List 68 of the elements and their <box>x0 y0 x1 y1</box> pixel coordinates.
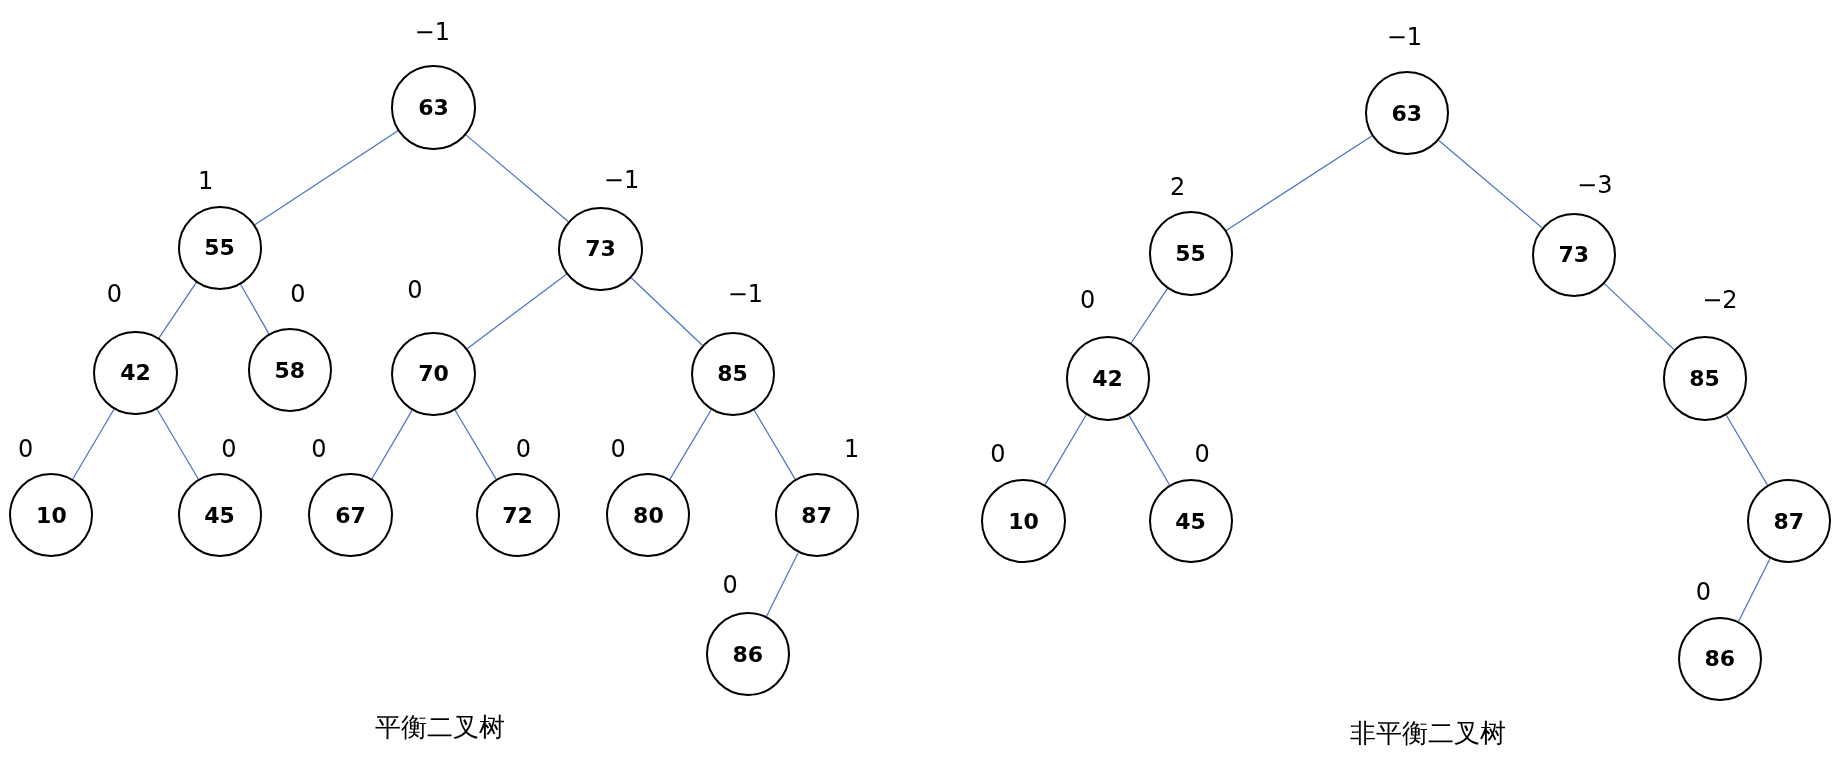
tree-node: 85 <box>690 331 775 416</box>
tree-node: 63 <box>1364 71 1449 156</box>
balance-factor: 0 <box>1695 580 1712 605</box>
balance-factor: −1 <box>414 19 450 44</box>
caption: 非平衡二叉树 <box>1349 719 1506 746</box>
tree-node: 45 <box>1148 479 1233 564</box>
balance-factor: −1 <box>603 167 640 192</box>
edge-line <box>1725 414 1768 486</box>
balance-factor: 0 <box>18 436 34 461</box>
balance-factor: −2 <box>1702 288 1738 313</box>
balance-factor: 0 <box>290 282 306 307</box>
tree-node: 67 <box>308 473 393 558</box>
balance-factor: 0 <box>990 442 1006 467</box>
balance-factor: 0 <box>610 436 626 461</box>
balance-factor: −1 <box>1386 25 1423 50</box>
tree-node: 42 <box>93 330 178 415</box>
tree-node: 73 <box>558 206 643 291</box>
edge-line <box>669 409 712 480</box>
tree-node: 45 <box>177 473 262 558</box>
edge-line <box>254 129 399 226</box>
edge-line <box>1603 283 1675 351</box>
balance-factor: 0 <box>722 573 738 598</box>
edge-line <box>630 277 703 346</box>
tree-node: 86 <box>705 612 790 697</box>
edge-line <box>158 282 197 339</box>
edge-line <box>464 134 570 223</box>
tree-node: 55 <box>177 205 262 290</box>
edge-line <box>1130 287 1168 345</box>
edge-line <box>466 273 568 350</box>
tree-node: 72 <box>475 473 560 558</box>
tree-node: 87 <box>774 473 859 558</box>
tree-node: 55 <box>1148 211 1233 296</box>
balance-factor: 1 <box>844 436 860 461</box>
tree-node: 86 <box>1677 616 1762 701</box>
balance-factor: 0 <box>407 277 423 302</box>
tree-node: 73 <box>1531 212 1616 297</box>
edge-line <box>239 283 270 335</box>
tree-node: 42 <box>1065 336 1150 421</box>
edge-line <box>72 408 115 480</box>
edge-line <box>1128 414 1170 486</box>
tree-node: 10 <box>981 479 1066 564</box>
balance-factor: 0 <box>515 436 532 461</box>
edge-line <box>156 408 199 480</box>
edge-line <box>371 409 413 480</box>
caption: 平衡二叉树 <box>375 713 506 740</box>
edge-line <box>1044 414 1087 486</box>
balance-factor: −1 <box>727 282 764 307</box>
balance-factor: 1 <box>198 169 214 194</box>
balance-factor: 0 <box>1080 288 1096 313</box>
balance-factor: −3 <box>1577 172 1613 197</box>
tree-node: 80 <box>606 473 691 558</box>
tree-node: 63 <box>391 65 476 150</box>
tree-node: 85 <box>1662 336 1747 421</box>
edge-line <box>765 552 799 618</box>
tree-node: 10 <box>9 473 94 558</box>
edge-line <box>454 409 497 480</box>
balance-factor: 0 <box>221 436 237 461</box>
tree-node: 70 <box>391 331 476 416</box>
balance-factor: 0 <box>311 436 327 461</box>
balance-factor: 2 <box>1170 174 1186 199</box>
tree-node: 87 <box>1746 479 1831 564</box>
edge-line <box>1438 139 1543 229</box>
tree-node: 58 <box>247 328 332 413</box>
balance-factor: 0 <box>1194 442 1210 467</box>
edge-line <box>753 409 796 480</box>
balance-factor: 0 <box>106 282 123 307</box>
edge-line <box>1738 558 1771 622</box>
edge-line <box>1225 135 1373 232</box>
